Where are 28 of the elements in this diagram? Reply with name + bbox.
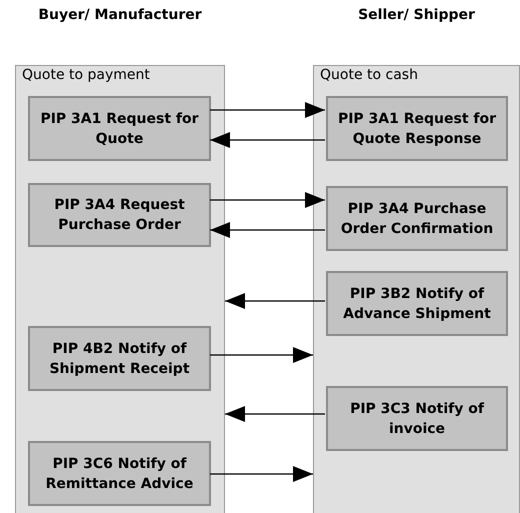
box-label: PIP 3A4 Purchase Order Confirmation <box>340 200 494 238</box>
arrow <box>210 222 325 238</box>
arrow <box>210 132 325 148</box>
box-label: PIP 3A4 Request Purchase Order <box>53 196 186 235</box>
box-label: PIP 4B2 Notify of Shipment Receipt <box>48 340 191 378</box>
process-box <box>326 186 508 251</box>
process-box <box>28 96 211 161</box>
arrow <box>225 406 325 422</box>
arrow <box>210 192 325 208</box>
arrow <box>210 102 325 118</box>
box-label: PIP 3C6 Notify of Remittance Advice <box>44 454 194 494</box>
box-label: PIP 3A1 Request for Quote <box>39 110 200 148</box>
process-box <box>28 326 211 391</box>
lane-title: Quote to payment <box>22 67 150 83</box>
arrow <box>210 466 313 482</box>
process-box <box>28 183 211 247</box>
process-box <box>28 441 211 506</box>
arrow <box>225 293 325 309</box>
box-label: PIP 3A1 Request for Quote Response <box>336 110 498 148</box>
process-box <box>326 271 508 336</box>
process-box <box>326 386 508 451</box>
lane-heading: Buyer/ Manufacturer <box>37 6 203 25</box>
lane-title: Quote to cash <box>320 67 418 83</box>
box-label: PIP 3C3 Notify of invoice <box>349 400 486 438</box>
lane-heading: Seller/ Shipper <box>357 6 476 25</box>
process-box <box>326 96 508 161</box>
box-label: PIP 3B2 Notify of Advance Shipment <box>342 284 492 324</box>
arrow <box>210 347 313 363</box>
